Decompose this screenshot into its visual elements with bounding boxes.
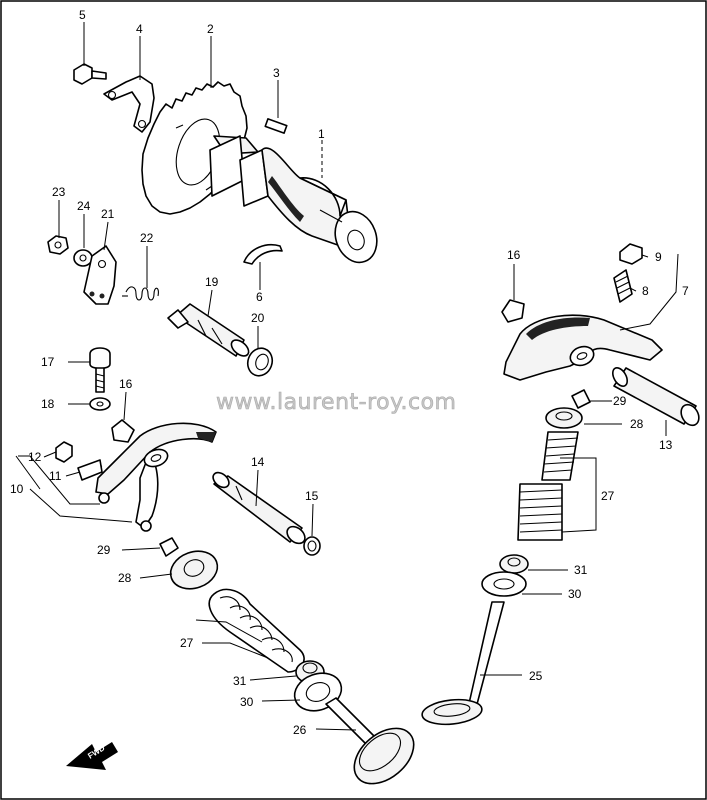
callout-8: 8	[642, 284, 649, 298]
decomp-shaft-19	[167, 303, 250, 357]
decompression-parts	[47, 235, 274, 377]
spring-seat-30-right	[481, 571, 527, 597]
cap-16-left	[111, 419, 135, 443]
retainer-28-left	[169, 550, 219, 590]
callout-16-right: 16	[507, 248, 521, 262]
screw-17	[89, 347, 111, 393]
callout-5: 5	[79, 8, 86, 22]
forward-direction-arrow: FWD	[66, 742, 118, 770]
callout-27-left: 27	[180, 636, 194, 650]
callout-31-left: 31	[233, 674, 247, 688]
intake-valve-assembly	[159, 537, 415, 785]
decomp-lever-21	[83, 245, 117, 305]
callout-28-right: 28	[630, 417, 644, 431]
callout-25: 25	[529, 669, 543, 683]
oil-seal-31-right	[499, 554, 529, 574]
retainer-28-right	[545, 407, 583, 429]
sprocket-bolt	[73, 63, 107, 85]
callout-20: 20	[251, 311, 265, 325]
rocker-arm-7	[503, 314, 663, 381]
adjust-screw-8	[613, 269, 633, 303]
cap-16-right	[501, 299, 525, 323]
callout-14: 14	[251, 455, 265, 469]
callout-26: 26	[293, 723, 307, 737]
exhaust-valve-assembly	[421, 389, 591, 726]
nut-12	[55, 441, 73, 463]
callout-15: 15	[305, 489, 319, 503]
callout-9: 9	[655, 250, 662, 264]
callout-30-right: 30	[568, 587, 582, 601]
rocker-shaft-13	[611, 367, 700, 427]
o-ring-15	[303, 536, 321, 556]
washer-24	[73, 249, 93, 267]
adjust-screw-11	[77, 459, 103, 481]
rocker-arm-10	[95, 422, 217, 532]
exhaust-valve-25	[421, 601, 505, 726]
leader-lines	[15, 22, 679, 731]
callout-2: 2	[207, 22, 214, 36]
callout-3: 3	[273, 66, 280, 80]
intake-rocker-assembly	[55, 347, 321, 556]
intake-valve-26	[325, 697, 415, 785]
callout-27-right: 27	[601, 489, 615, 503]
callout-4: 4	[136, 22, 143, 36]
rocker-shaft-14	[212, 471, 306, 545]
washer-18	[89, 397, 111, 411]
oil-seal-20	[246, 347, 274, 377]
callout-12: 12	[28, 450, 42, 464]
nut-9	[619, 243, 643, 265]
callout-28-left: 28	[118, 571, 132, 585]
spring-27-right	[517, 431, 579, 541]
callout-7: 7	[682, 284, 689, 298]
watermark-text: www.laurent-roy.com	[216, 390, 456, 415]
callout-11: 11	[49, 469, 62, 483]
callout-18: 18	[41, 397, 55, 411]
camshaft-sprocket-assembly	[73, 63, 378, 265]
callout-16-left: 16	[119, 377, 133, 391]
camshaft-circlip	[243, 244, 283, 265]
callout-19: 19	[205, 275, 219, 289]
callout-10: 10	[10, 482, 24, 496]
spring-22	[122, 286, 159, 301]
callout-29-right: 29	[613, 394, 627, 408]
dowel-pin	[264, 118, 288, 134]
callout-29-left: 29	[97, 543, 111, 557]
callout-31-right: 31	[574, 563, 588, 577]
exhaust-rocker-assembly	[501, 243, 700, 427]
callout-1: 1	[318, 127, 325, 141]
cotter-29-right	[571, 389, 591, 409]
callout-24: 24	[77, 199, 91, 213]
nut-23	[47, 235, 69, 255]
spring-27-left	[208, 588, 305, 673]
camshaft	[209, 135, 378, 264]
callout-6: 6	[256, 290, 263, 304]
callout-labels: 5 4 2 3 1 6 23 24 21 22 19 20 17 18 16 1…	[10, 8, 689, 737]
callout-23: 23	[52, 185, 66, 199]
sprocket-lock-plate	[103, 75, 155, 133]
callout-13: 13	[659, 438, 673, 452]
cotter-29-left	[159, 537, 179, 557]
callout-22: 22	[140, 231, 154, 245]
callout-17: 17	[41, 355, 55, 369]
callout-30-left: 30	[240, 695, 254, 709]
callout-21: 21	[101, 207, 115, 221]
